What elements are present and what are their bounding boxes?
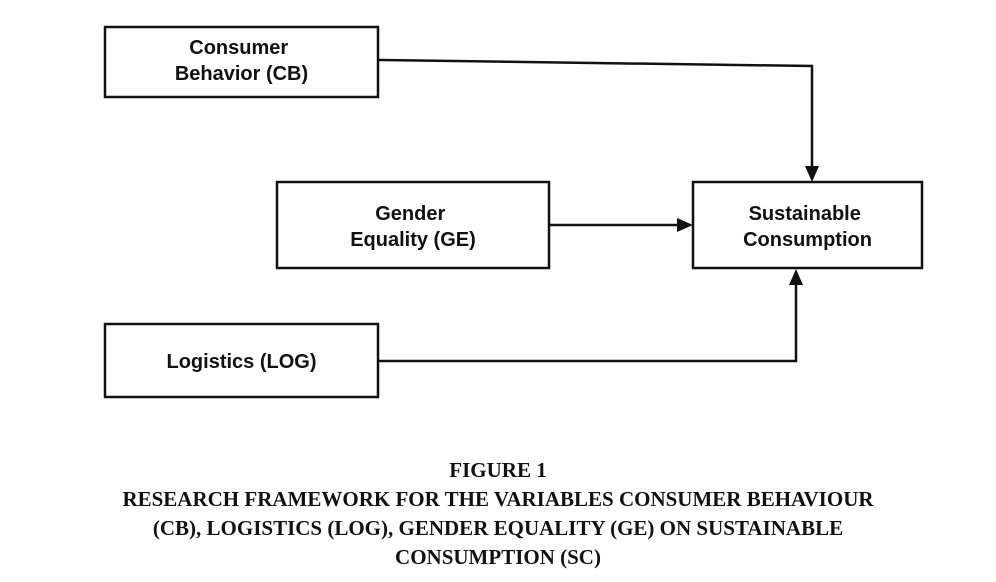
figure-caption: FIGURE 1 RESEARCH FRAMEWORK FOR THE VARI… (0, 456, 996, 572)
edge-cb-to-sc (377, 58, 819, 182)
node-label-line: Sustainable (749, 203, 861, 225)
caption-line: (CB), LOGISTICS (LOG), GENDER EQUALITY (… (152, 516, 844, 540)
node-sustainable-consumption: Sustainable Consumption (691, 180, 924, 270)
node-label-line: Consumption (743, 229, 872, 251)
svg-text:Logistics (LOG): Logistics (LOG) (167, 351, 317, 373)
node-logistics: Logistics (LOG) (103, 322, 380, 399)
node-label-line: Behavior (CB) (175, 63, 308, 85)
node-label-line: Equality (GE) (350, 229, 476, 251)
figure-label: FIGURE 1 (449, 458, 547, 482)
node-label-line: Logistics (LOG) (167, 351, 317, 373)
svg-text:Gender Equality (GE): Gender Equality (GE) (350, 203, 476, 251)
node-label-line: Consumer (189, 37, 288, 59)
arrowhead (677, 218, 693, 232)
edge-ge-to-sc (549, 218, 693, 232)
node-gender-equality: Gender Equality (GE) (275, 180, 551, 270)
node-consumer-behavior: Consumer Behavior (CB) (103, 25, 380, 99)
node-label-line: Gender (375, 203, 445, 225)
svg-text:Sustainable Consumption: Sustainable Consumption (743, 203, 872, 251)
arrowhead (789, 269, 803, 285)
research-framework-diagram: Consumer Behavior (CB) Gender Equality (… (103, 25, 924, 399)
caption-line: RESEARCH FRAMEWORK FOR THE VARIABLES CON… (122, 487, 874, 511)
edge-log-to-sc (378, 269, 803, 363)
arrowhead (805, 166, 819, 182)
caption-line: CONSUMPTION (SC) (395, 545, 601, 569)
svg-text:Consumer Behavior (CB): Consumer Behavior (CB) (175, 37, 308, 85)
